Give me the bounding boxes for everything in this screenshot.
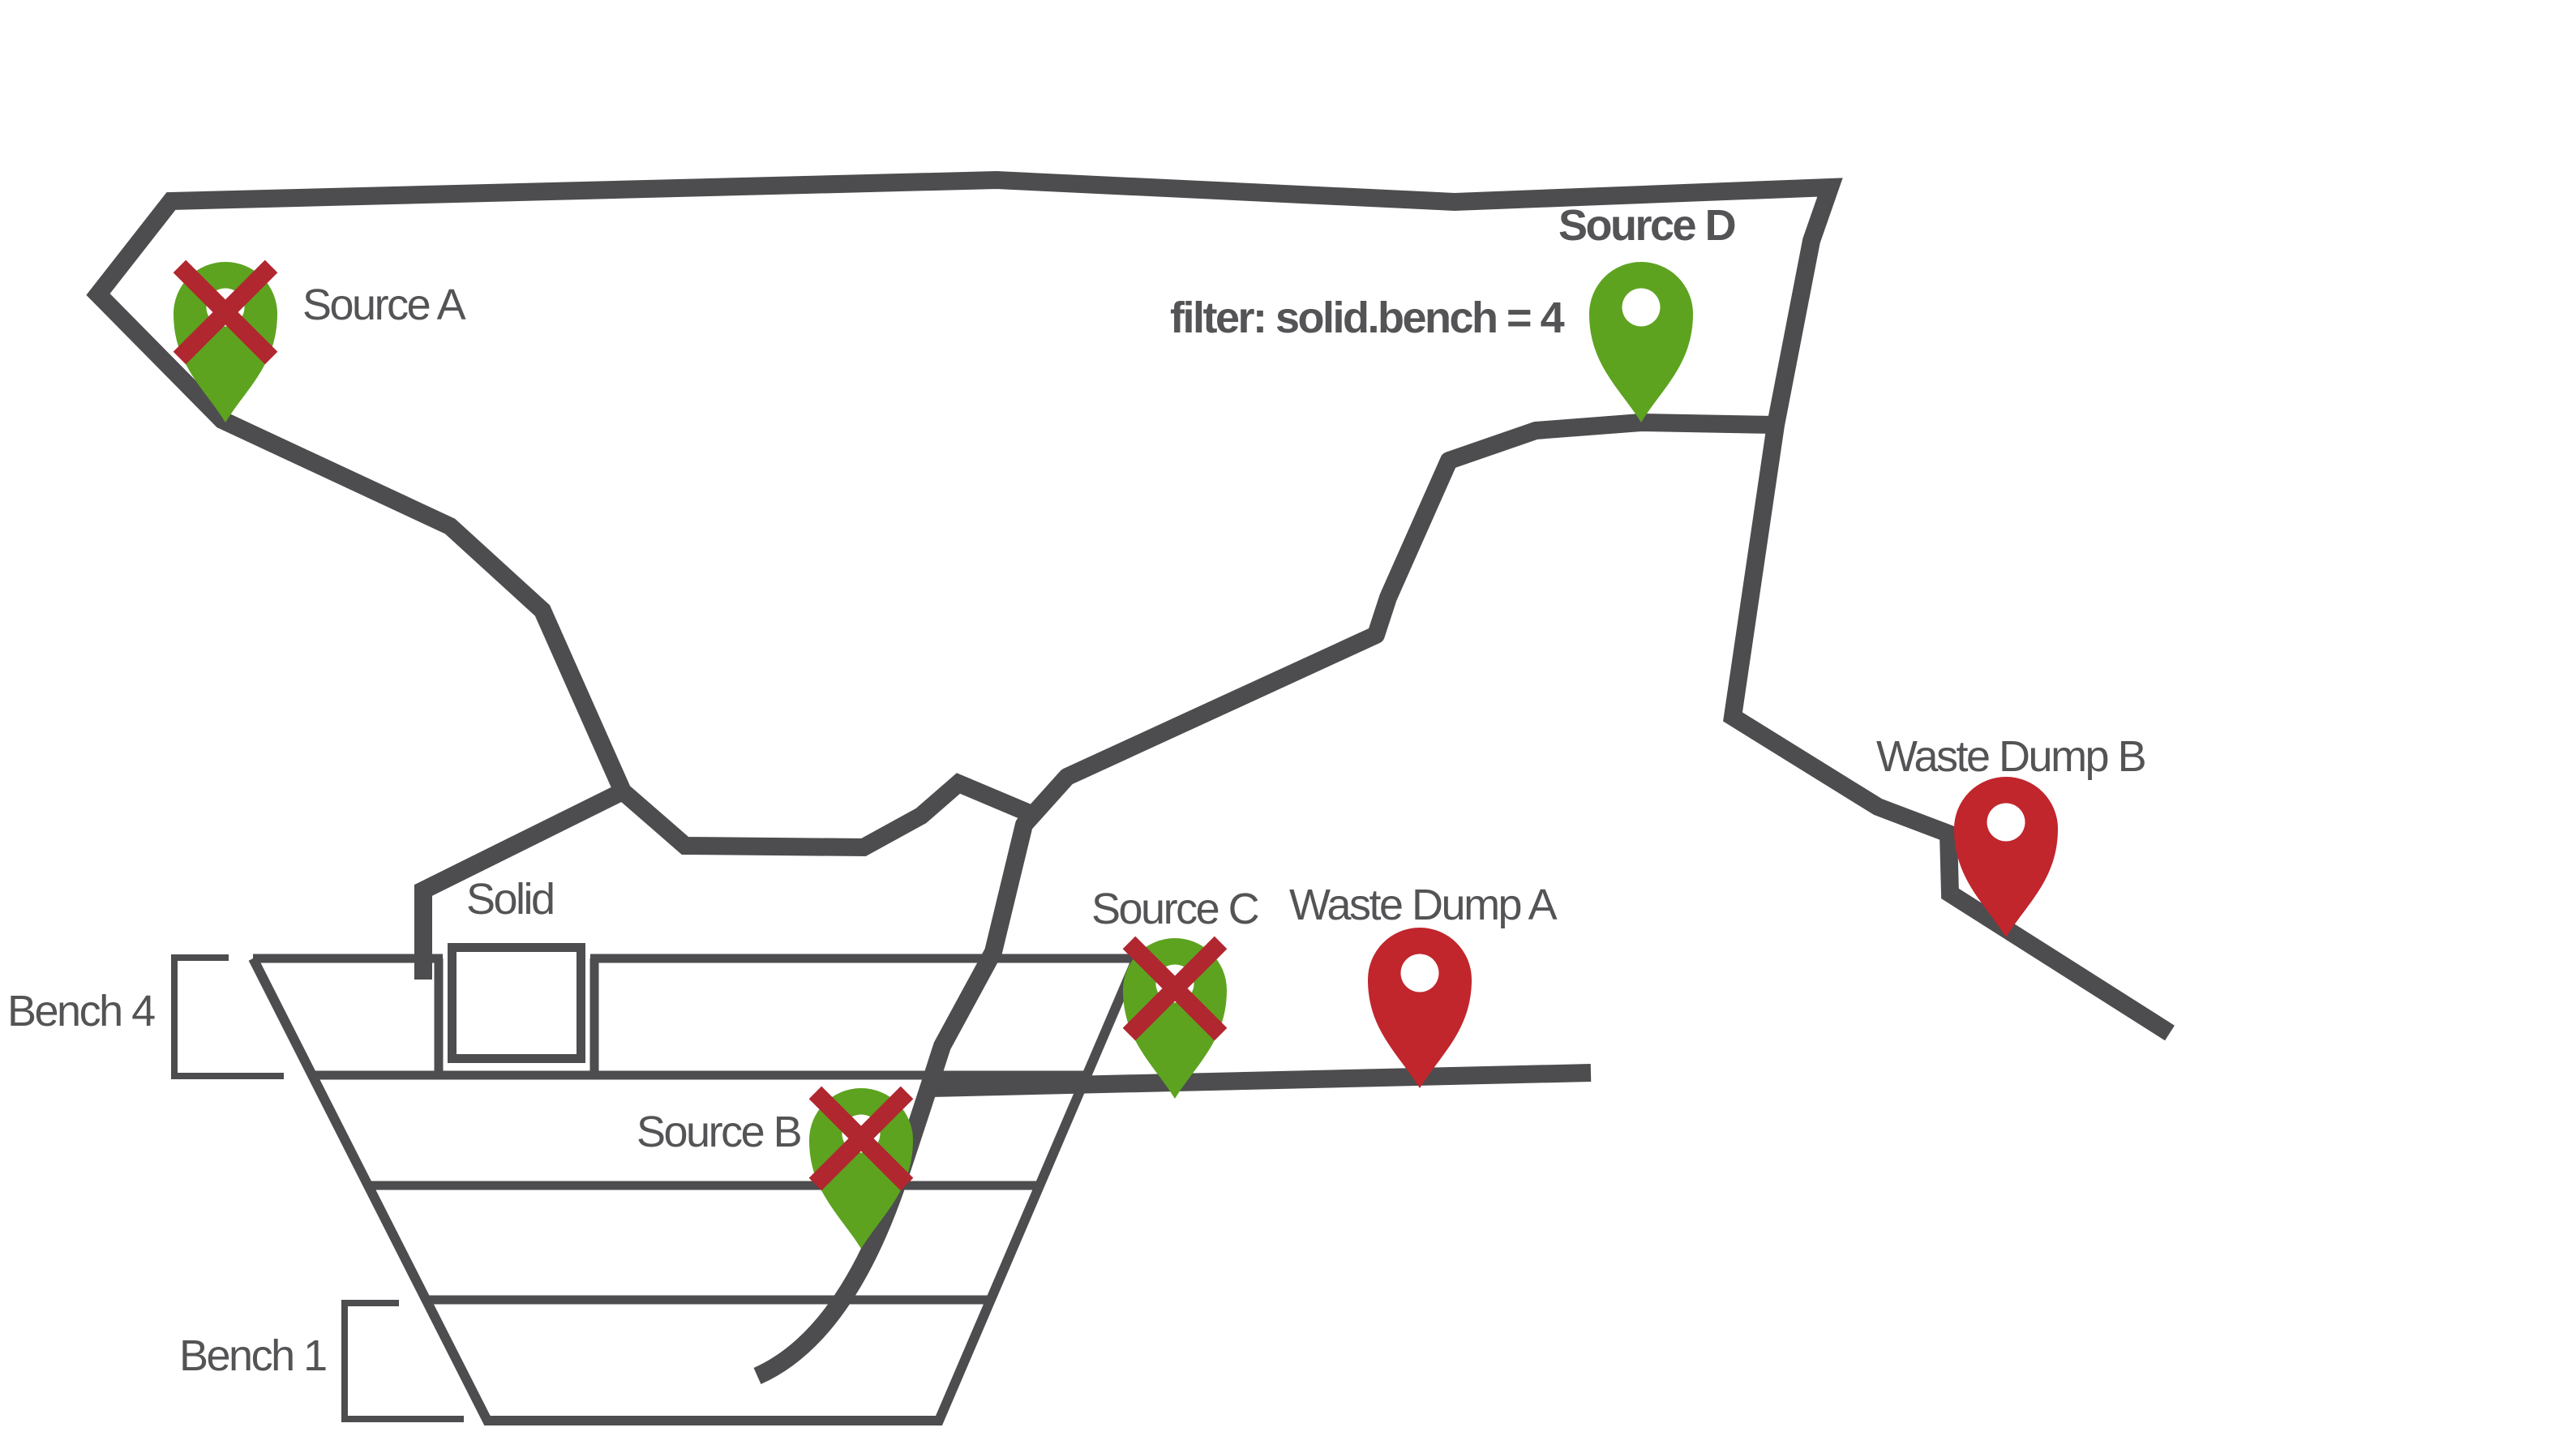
svg-text:Waste Dump A: Waste Dump A [1289, 881, 1558, 929]
svg-text:filter: solid.bench = 4: filter: solid.bench = 4 [1170, 294, 1565, 342]
svg-text:Bench 4: Bench 4 [7, 987, 155, 1035]
svg-text:Source B: Source B [636, 1108, 801, 1156]
svg-text:Source C: Source C [1091, 885, 1258, 933]
svg-text:Source D: Source D [1558, 201, 1735, 250]
svg-text:Bench 1: Bench 1 [179, 1331, 326, 1380]
svg-text:Solid: Solid [466, 875, 554, 924]
svg-text:Source A: Source A [302, 281, 466, 329]
svg-text:Waste Dump B: Waste Dump B [1876, 732, 2145, 781]
